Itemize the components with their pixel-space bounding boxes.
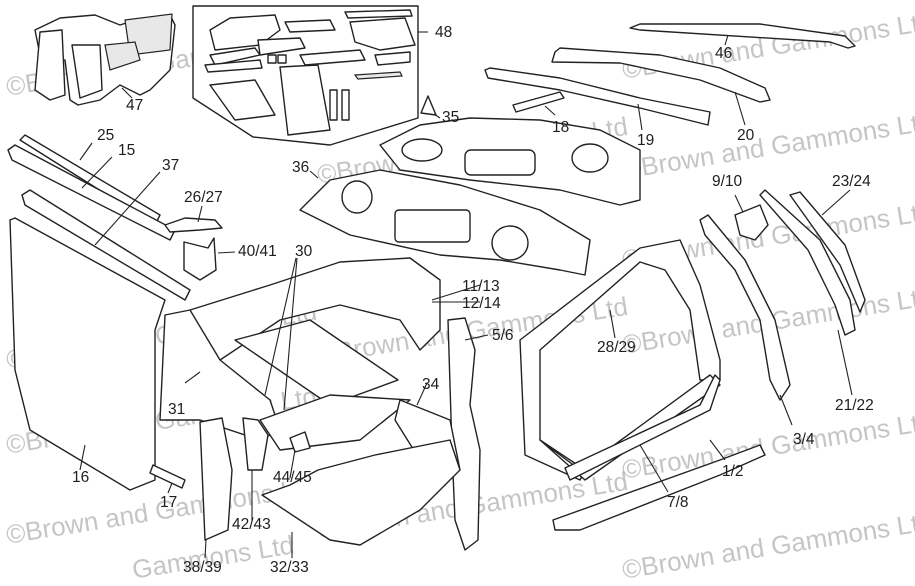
label-11-13: 11/13 bbox=[462, 278, 500, 295]
part-26-27-piece bbox=[164, 205, 223, 233]
part-9-10-bracket bbox=[734, 194, 769, 241]
label-37: 37 bbox=[162, 157, 180, 174]
label-20: 20 bbox=[737, 127, 755, 144]
label-16: 16 bbox=[72, 469, 90, 486]
label-7-8: 7/8 bbox=[667, 494, 689, 511]
label-31: 31 bbox=[168, 401, 186, 418]
label-38-39: 38/39 bbox=[183, 559, 222, 576]
label-28-29: 28/29 bbox=[597, 339, 636, 356]
part-30-31-wheelarch bbox=[159, 257, 441, 451]
part-46-rail bbox=[629, 23, 856, 49]
part-32-33-floor bbox=[261, 439, 461, 558]
part-40-41-bracket bbox=[183, 237, 236, 281]
label-3-4: 3/4 bbox=[793, 431, 815, 448]
part-1-2-7-8-sills bbox=[552, 374, 766, 531]
label-23-24: 23/24 bbox=[832, 173, 871, 190]
label-12-14: 12/14 bbox=[462, 295, 501, 312]
label-44-45: 44/45 bbox=[273, 469, 312, 486]
label-30: 30 bbox=[295, 243, 313, 260]
part-25-15-rails bbox=[7, 134, 191, 301]
label-25: 25 bbox=[97, 127, 115, 144]
label-1-2: 1/2 bbox=[722, 463, 744, 480]
part-16-side-panel bbox=[9, 217, 166, 491]
part-19-rail bbox=[484, 67, 711, 131]
part-11-14-leaders bbox=[431, 284, 481, 303]
label-19: 19 bbox=[637, 132, 655, 149]
label-46: 46 bbox=[715, 45, 733, 62]
label-17: 17 bbox=[160, 494, 178, 511]
label-40-41: 40/41 bbox=[238, 243, 277, 260]
part-3-4-pillar bbox=[699, 214, 793, 426]
part-20-rail bbox=[551, 47, 771, 126]
label-32-33: 32/33 bbox=[270, 559, 309, 576]
part-48-kit-box bbox=[192, 5, 428, 146]
part-35-bracket bbox=[420, 95, 441, 119]
part-21-24-rails bbox=[759, 189, 866, 396]
label-42-43: 42/43 bbox=[232, 516, 271, 533]
label-18: 18 bbox=[552, 119, 570, 136]
label-15: 15 bbox=[118, 142, 136, 159]
label-5-6: 5/6 bbox=[492, 327, 514, 344]
label-9-10: 9/10 bbox=[712, 173, 743, 190]
label-47: 47 bbox=[126, 97, 144, 114]
part-17-strip bbox=[149, 464, 186, 494]
part-36-dashboard bbox=[299, 117, 641, 276]
label-26-27: 26/27 bbox=[184, 189, 223, 206]
part-5-6-post bbox=[447, 317, 489, 551]
label-21-22: 21/22 bbox=[835, 397, 874, 414]
part-47-body-tub bbox=[34, 13, 176, 106]
label-34: 34 bbox=[422, 376, 440, 393]
label-35: 35 bbox=[442, 109, 460, 126]
part-18-block bbox=[512, 91, 565, 116]
label-48: 48 bbox=[435, 24, 453, 41]
label-36: 36 bbox=[292, 159, 310, 176]
part-38-45-small-panels bbox=[199, 417, 311, 559]
